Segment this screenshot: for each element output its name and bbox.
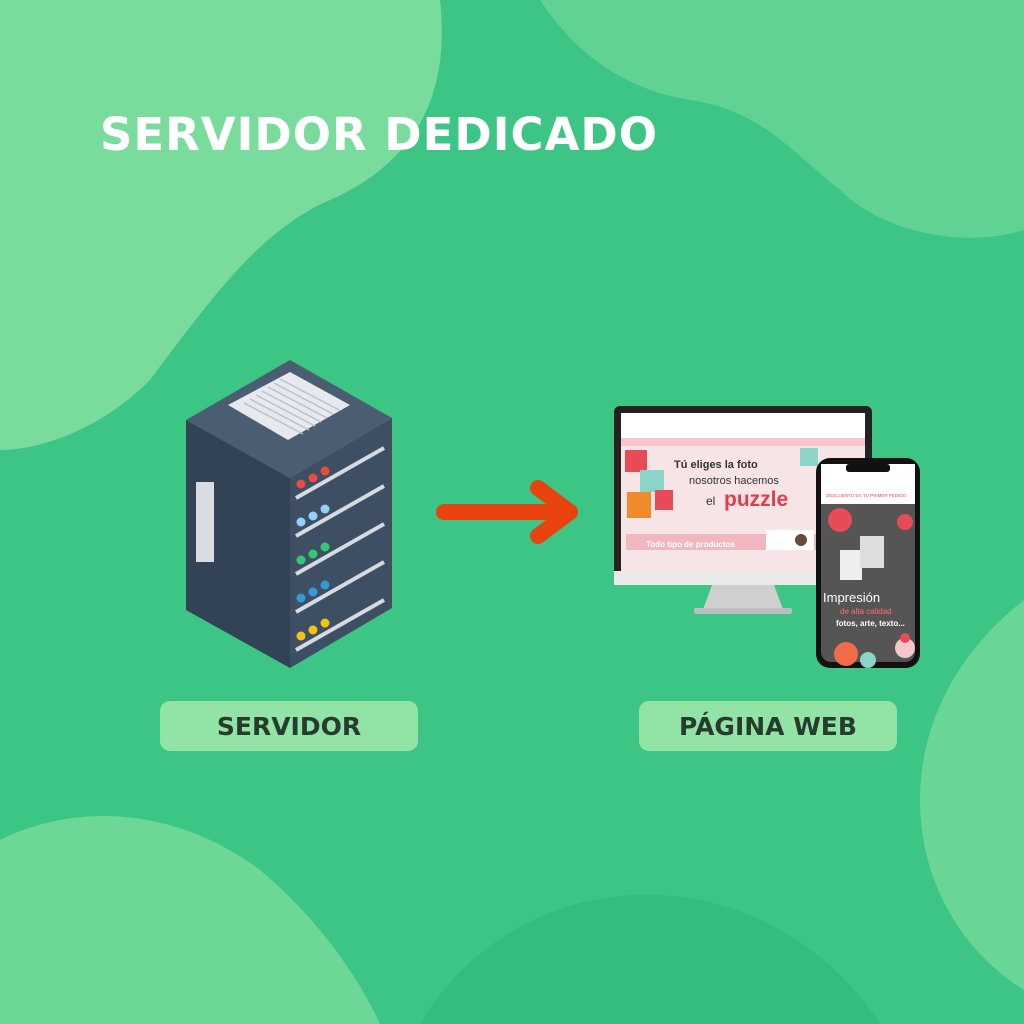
mobile-heading: Impresión (823, 590, 880, 605)
blob-right (920, 600, 1024, 990)
server-label: SERVIDOR (160, 701, 418, 751)
mobile-subheading: de alta calidad (840, 607, 892, 616)
blob-bottom-left (0, 816, 380, 1024)
desktop-monitor-icon: Tú eliges la foto nosotros hacemos el pu… (614, 406, 872, 614)
server-label-text: SERVIDOR (216, 711, 362, 741)
blob-bottom (420, 894, 880, 1024)
web-page-label-text: PÁGINA WEB (679, 711, 857, 741)
banner-puzzle: puzzle (724, 488, 788, 511)
mobile-items: fotos, arte, texto... (836, 619, 905, 628)
web-page-label: PÁGINA WEB (639, 701, 897, 751)
banner-el: el (706, 494, 715, 508)
banner-line2: nosotros hacemos (689, 475, 779, 487)
page-title: SERVIDOR DEDICADO (100, 108, 658, 161)
arrow-right-icon (436, 480, 578, 544)
mobile-promo: DESCUENTO EN TU PRIMER PEDIDO (826, 493, 907, 498)
server-rack-icon (186, 360, 392, 668)
smartphone-icon: DESCUENTO EN TU PRIMER PEDIDO Impresión … (816, 458, 920, 668)
blob-top-right (540, 0, 1024, 238)
banner-footer: Todo tipo de productos (646, 540, 735, 549)
banner-line1: Tú eliges la foto (674, 459, 758, 471)
blob-top-left (0, 0, 442, 450)
